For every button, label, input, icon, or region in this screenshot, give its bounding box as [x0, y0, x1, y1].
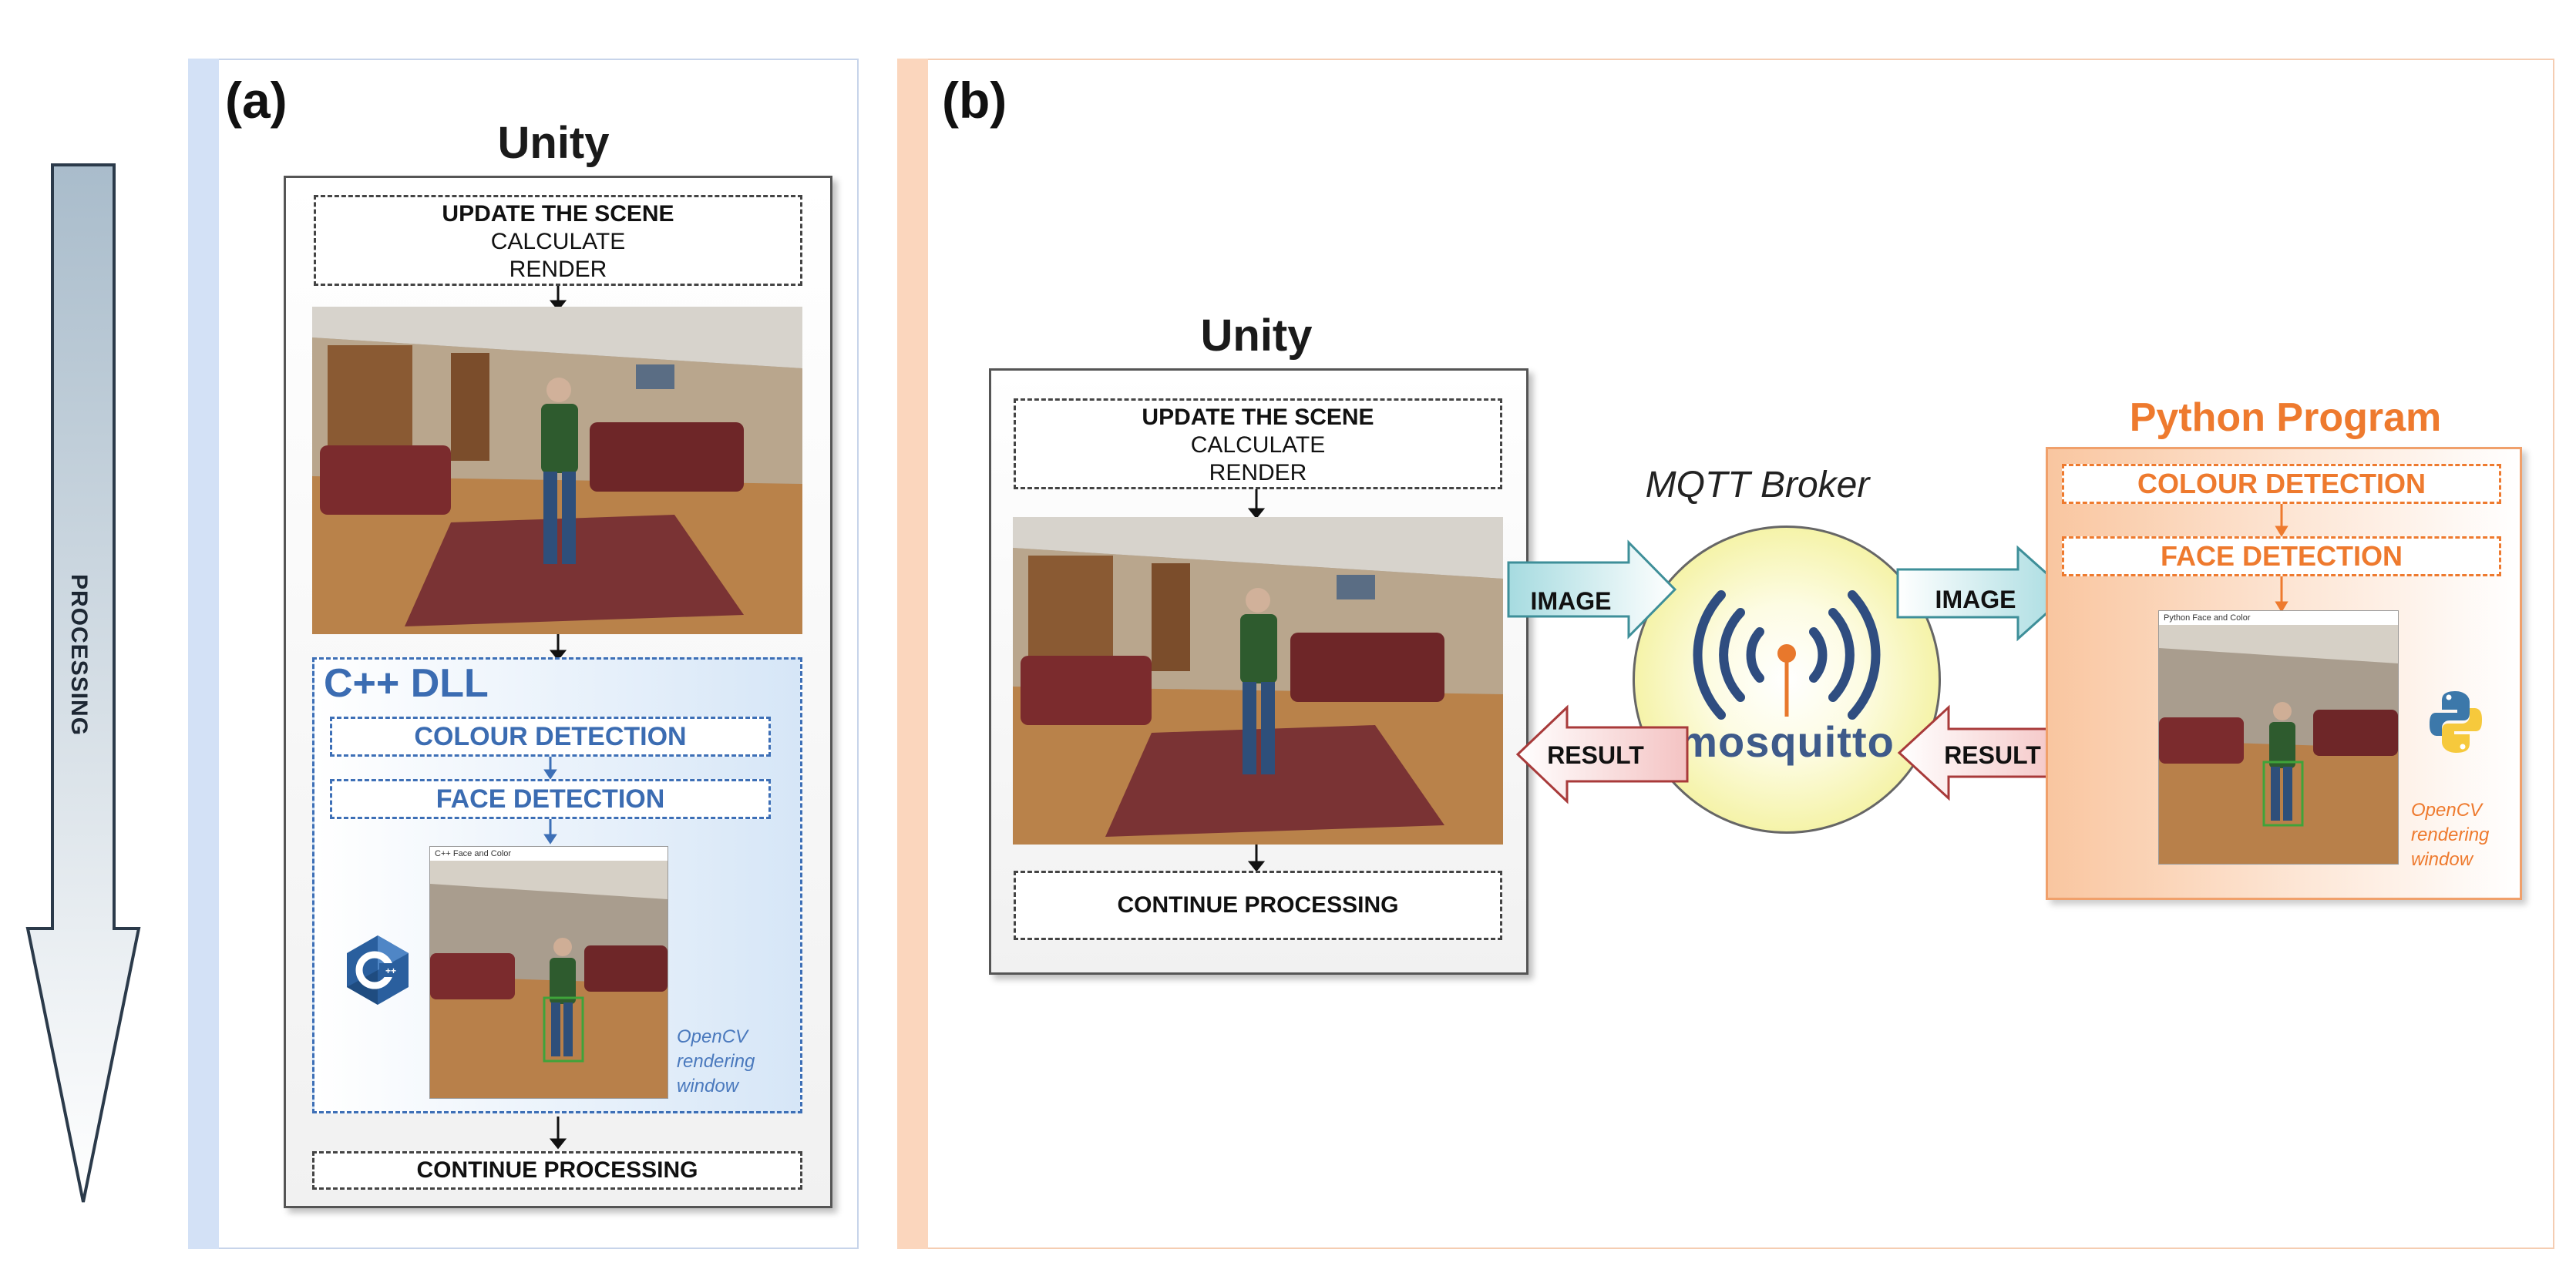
result-arrow-left-label: RESULT	[1547, 741, 1644, 769]
cpp-window-title: C++ Face and Color	[430, 847, 668, 861]
python-window-frame	[2159, 625, 2398, 864]
update-line: UPDATE THE SCENE	[1142, 405, 1374, 430]
cpp-logo-icon: ++	[347, 935, 409, 1005]
panel-b-update-box: UPDATE THE SCENE CALCULATE RENDER	[1014, 398, 1502, 489]
panel-b-continue-box: CONTINUE PROCESSING	[1014, 871, 1502, 940]
python-window-title: Python Face and Color	[2159, 611, 2398, 625]
panel-a-unity-title: Unity	[497, 118, 610, 168]
cpp-opencv-label: OpenCV rendering window	[677, 1025, 755, 1099]
panel-a-letter: (a)	[225, 72, 288, 129]
opencv-label-line: window	[2411, 849, 2473, 870]
processing-label: PROCESSING	[66, 574, 92, 736]
opencv-label-line: rendering	[677, 1051, 755, 1072]
image-arrow-right-label: IMAGE	[1935, 586, 2016, 613]
panel-b-strip	[897, 59, 928, 1249]
dll-title: C++ DLL	[324, 661, 489, 706]
panel-a-scene-image	[312, 307, 802, 634]
calculate-line: CALCULATE	[490, 229, 626, 254]
opencv-label-line: rendering	[2411, 824, 2490, 845]
panel-a-strip	[188, 59, 219, 1249]
panel-b-unity-title: Unity	[1200, 311, 1313, 361]
continue-processing-label: CONTINUE PROCESSING	[416, 1157, 698, 1183]
cpp-window-frame	[430, 861, 668, 1098]
image-arrow-to-broker	[1507, 539, 1677, 640]
opencv-label-line: window	[677, 1076, 739, 1096]
opencv-label-line: OpenCV	[677, 1026, 748, 1047]
python-colour-detection: COLOUR DETECTION	[2062, 464, 2501, 504]
image-arrow-to-python	[1896, 545, 2071, 642]
svg-text:++: ++	[385, 965, 396, 976]
python-face-detection: FACE DETECTION	[2062, 536, 2501, 576]
continue-processing-label: CONTINUE PROCESSING	[1117, 892, 1399, 918]
python-program-title: Python Program	[2129, 395, 2442, 440]
panel-a-update-box: UPDATE THE SCENE CALCULATE RENDER	[314, 195, 802, 286]
panel-a-flow-arrows	[549, 286, 567, 1150]
panel-a-continue-box: CONTINUE PROCESSING	[312, 1151, 802, 1190]
calculate-line: CALCULATE	[1190, 432, 1326, 458]
dll-face-detection: FACE DETECTION	[330, 779, 771, 819]
mosquitto-logo-text: mosquitto	[1679, 717, 1895, 766]
result-arrow-to-unity	[1515, 704, 1689, 804]
opencv-label-line: OpenCV	[2411, 800, 2483, 821]
render-line: RENDER	[509, 257, 607, 282]
python-logo-icon	[2430, 691, 2482, 753]
render-line: RENDER	[1209, 460, 1307, 485]
python-opencv-label: OpenCV rendering window	[2411, 798, 2489, 872]
processing-arrow	[25, 163, 141, 1203]
dll-colour-detection: COLOUR DETECTION	[330, 717, 771, 757]
python-opencv-window: Python Face and Color	[2158, 610, 2399, 865]
mosquitto-logo-icon	[1693, 590, 1881, 720]
dll-flow-arrows	[543, 757, 557, 845]
python-flow-arrows	[2275, 504, 2288, 612]
update-line: UPDATE THE SCENE	[442, 201, 674, 227]
mqtt-broker-title: MQTT Broker	[1645, 465, 1870, 505]
panel-b-letter: (b)	[942, 72, 1007, 129]
panel-b-scene-image	[1013, 517, 1503, 845]
cpp-opencv-window: C++ Face and Color	[429, 846, 668, 1099]
image-arrow-left-label: IMAGE	[1530, 587, 1612, 615]
panel-b-flow-arrows	[1247, 489, 1266, 872]
result-arrow-right-label: RESULT	[1944, 741, 2041, 769]
